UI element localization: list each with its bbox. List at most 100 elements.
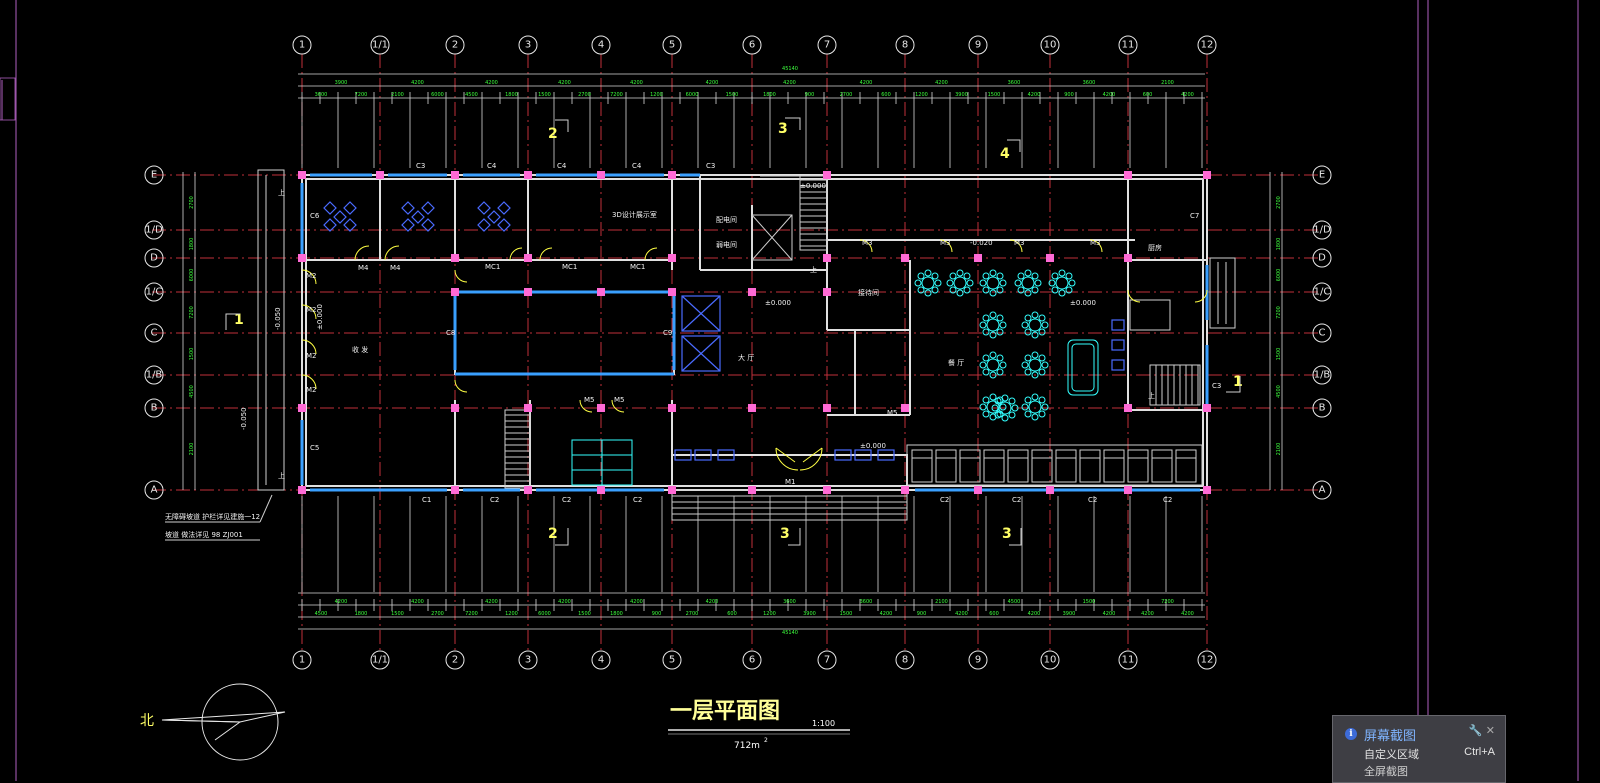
svg-text:4200: 4200 [1028,611,1041,617]
svg-text:4200: 4200 [558,80,571,86]
svg-text:7200: 7200 [189,306,195,319]
svg-text:C: C [1319,328,1326,339]
entrance-steps [257,169,1236,521]
section-mark: 3 [778,121,788,137]
svg-text:1/1: 1/1 [372,40,388,51]
window-tag: C2 [562,496,571,504]
window-tag: C7 [1190,212,1199,220]
svg-text:2700: 2700 [840,92,853,98]
axis-bubble-bottom: 1 [292,650,312,670]
svg-text:4200: 4200 [485,599,498,605]
axis-bubble-left: 1/C [144,282,164,302]
door-tag: M3 [1090,239,1101,247]
window-tag: C9 [663,329,672,337]
svg-text:2700: 2700 [189,196,195,209]
axis-bubble-top: 9 [968,35,988,55]
svg-text:6000: 6000 [431,92,444,98]
section-mark: 3 [780,526,790,542]
svg-text:6000: 6000 [538,611,551,617]
svg-text:2700: 2700 [578,92,591,98]
room-labels: 大 厅 3D设计展示室 配电间 弱电间 收 发 接待间 餐 厅 厨房 [352,210,1162,367]
svg-text:4200: 4200 [1028,92,1041,98]
svg-text:5: 5 [669,655,675,666]
svg-text:900: 900 [917,611,927,617]
axis-bubble-bottom: 11 [1118,650,1138,670]
svg-text:1500: 1500 [391,611,404,617]
level-mark: ±0.000 [316,304,324,330]
door-tags: M4 M4 MC1 MC1 MC1 M3 M3 M3 M3 M2 M2 M2 M… [306,239,1101,486]
level-mark: -0.050 [274,307,282,330]
svg-text:7200: 7200 [355,92,368,98]
svg-text:7200: 7200 [1276,306,1282,319]
door-tag: M2 [306,272,317,280]
svg-text:1/C: 1/C [146,287,163,298]
wrench-close-icon[interactable]: 🔧 ✕ [1468,724,1495,737]
svg-text:8: 8 [902,655,908,666]
svg-text:1200: 1200 [505,611,518,617]
svg-text:1500: 1500 [1276,348,1282,361]
svg-text:4200: 4200 [706,80,719,86]
svg-text:4200: 4200 [860,80,873,86]
fullscreen-option[interactable]: 全屏截图 [1364,766,1408,778]
svg-text:7: 7 [824,655,830,666]
svg-text:4500: 4500 [315,611,328,617]
axis-bubble-left: A [144,480,164,500]
svg-text:4200: 4200 [558,599,571,605]
axis-bubble-bottom: 4 [591,650,611,670]
annotations: 无障碍坡道 护栏详见建施一12 坡道 做法详见 98 ZJ001 [165,494,273,541]
svg-text:A: A [1319,485,1326,496]
svg-text:10: 10 [1044,655,1057,666]
svg-text:6000: 6000 [1276,269,1282,282]
svg-text:3: 3 [525,40,531,51]
axis-bubble-right: E [1312,165,1332,185]
drawing-area-unit: 2 [764,737,768,744]
svg-text:1800: 1800 [355,611,368,617]
svg-text:5: 5 [669,40,675,51]
door-tag: M4 [390,264,401,272]
svg-text:10: 10 [1044,40,1057,51]
screenshot-popup[interactable]: i 屏幕截图 🔧 ✕ 自定义区域 Ctrl+A 全屏截图 [1332,715,1506,783]
svg-text:3900: 3900 [955,92,968,98]
custom-region-option[interactable]: 自定义区域 [1364,749,1419,761]
svg-text:3600: 3600 [315,92,328,98]
axis-bubble-bottom: 2 [445,650,465,670]
windows [300,173,1209,492]
window-tag: C2 [633,496,642,504]
axis-bubble-top: 11 [1118,35,1138,55]
door-tag: MC1 [485,263,500,271]
room-label-lobby: 大 厅 [738,353,754,362]
svg-text:11: 11 [1122,40,1135,51]
door-tag: M3 [1014,239,1025,247]
section-mark: 1 [1233,374,1243,390]
section-mark: 1 [234,312,244,328]
svg-text:4500: 4500 [1276,385,1282,398]
door-tag: M5 [887,409,898,417]
window-tag: C6 [310,212,320,220]
axis-bubbles-right: AB1/BC1/CD1/DE [1312,165,1332,500]
svg-text:4200: 4200 [1181,92,1194,98]
svg-text:600: 600 [989,611,999,617]
elevator-cabs [681,295,721,372]
slope-note: 坡道 做法详见 98 ZJ001 [165,530,243,539]
seating-sofas [674,319,1125,461]
svg-text:4500: 4500 [1008,599,1021,605]
axis-bubble-left: C [144,323,164,343]
svg-text:6: 6 [749,40,755,51]
svg-text:3: 3 [525,655,531,666]
svg-text:1800: 1800 [763,92,776,98]
svg-text:B: B [1319,403,1326,414]
overall-dimension-top: 45140 [782,66,798,72]
svg-text:4200: 4200 [706,599,719,605]
svg-text:6000: 6000 [189,269,195,282]
window-tag: C4 [632,162,642,170]
window-tag: C8 [446,329,455,337]
room-label-mailroom: 收 发 [352,345,368,354]
stair-up-label: 上 [278,471,285,480]
window-tag: C2 [1012,496,1021,504]
svg-text:1500: 1500 [726,92,739,98]
svg-text:12: 12 [1201,40,1214,51]
svg-text:4200: 4200 [335,599,348,605]
svg-text:4200: 4200 [1103,92,1116,98]
